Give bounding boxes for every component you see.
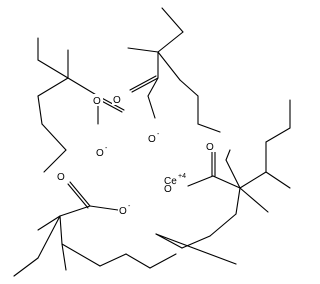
bond bbox=[157, 31, 184, 53]
bond bbox=[239, 171, 267, 189]
bond bbox=[59, 205, 91, 217]
bond bbox=[147, 77, 159, 97]
bond bbox=[157, 51, 181, 81]
bond bbox=[127, 47, 159, 53]
bond bbox=[147, 95, 156, 119]
carboxylate-ligand-upper-left bbox=[37, 37, 125, 173]
bond bbox=[265, 127, 291, 143]
bond bbox=[41, 123, 67, 151]
bond bbox=[209, 213, 237, 237]
negative-charge-label: - bbox=[173, 181, 176, 188]
bond bbox=[13, 257, 39, 277]
bond bbox=[61, 243, 101, 267]
bond bbox=[131, 77, 159, 93]
bond bbox=[225, 149, 231, 161]
carboxylate-ligand-upper-right bbox=[127, 7, 221, 133]
bond bbox=[43, 149, 67, 173]
oxygen-atom-label: O bbox=[96, 148, 104, 159]
bond bbox=[67, 77, 99, 97]
bond bbox=[155, 233, 183, 249]
bond bbox=[225, 159, 241, 189]
oxygen-atom-label: O bbox=[113, 95, 121, 106]
oxygen-atom-label: O bbox=[148, 134, 156, 145]
oxygen-atom-label: O bbox=[119, 206, 127, 217]
atom-labels: O O O - O - O O - O O - Ce +4 bbox=[56, 93, 216, 217]
bond bbox=[129, 75, 157, 91]
bond bbox=[67, 183, 89, 209]
bond bbox=[149, 253, 177, 269]
bond bbox=[69, 181, 91, 207]
bond bbox=[155, 233, 237, 265]
oxygen-atom-label: O bbox=[206, 142, 214, 153]
carboxylate-ligand-lower-left bbox=[13, 181, 177, 277]
oxygen-atom-label: O bbox=[164, 184, 172, 195]
bond bbox=[37, 215, 61, 259]
bond bbox=[89, 205, 119, 211]
bond bbox=[61, 243, 67, 271]
bond bbox=[235, 187, 241, 215]
bond bbox=[161, 7, 184, 33]
bond bbox=[181, 235, 211, 249]
bond bbox=[125, 253, 151, 269]
carboxylate-ligand-lower-right bbox=[155, 99, 291, 265]
bond bbox=[179, 79, 199, 97]
negative-charge-label: - bbox=[157, 131, 160, 138]
bond bbox=[265, 171, 291, 189]
cerium-charge-label: +4 bbox=[178, 173, 186, 180]
oxygen-atom-label: O bbox=[57, 172, 65, 183]
bond bbox=[59, 215, 63, 245]
negative-charge-label: - bbox=[128, 203, 131, 210]
bond bbox=[187, 175, 214, 187]
bond bbox=[37, 95, 43, 125]
bond bbox=[37, 215, 61, 231]
negative-charge-label: - bbox=[105, 145, 108, 152]
bond bbox=[99, 253, 127, 267]
oxygen-atom-label: O bbox=[93, 96, 101, 107]
bond bbox=[239, 187, 269, 213]
cerium-ion-label: Ce bbox=[164, 176, 177, 187]
bond bbox=[37, 59, 69, 79]
bond bbox=[212, 175, 241, 189]
bond bbox=[37, 77, 69, 97]
bond bbox=[197, 123, 221, 133]
